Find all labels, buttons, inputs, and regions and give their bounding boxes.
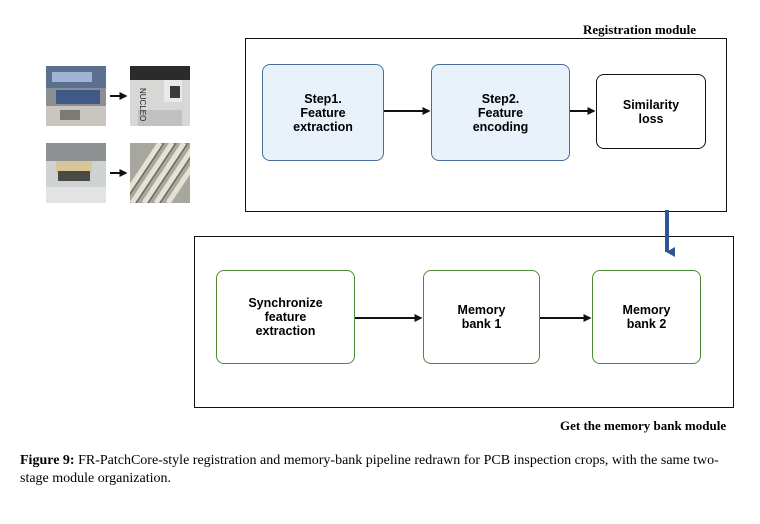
memory-bank-2-node: Memory bank 2 [592, 270, 701, 364]
pcb-crop-2-before [46, 143, 106, 203]
registration-module-label: Registration module [583, 22, 697, 37]
figure-caption-text: FR-PatchCore-style registration and memo… [20, 453, 719, 486]
memory-bank-1-node: Memory bank 1 [423, 270, 540, 364]
board-silkscreen-text: NUCLEO [138, 88, 147, 121]
figure-caption: Figure 9: FR-PatchCore-style registratio… [20, 452, 742, 488]
memory-bank-module-label: Get the memory bank module [560, 418, 727, 433]
step2-feature-encoding-node: Step2. Feature encoding [431, 64, 570, 161]
figure-caption-label: Figure 9: [20, 453, 75, 468]
pcb-crop-1-after: NUCLEO [130, 66, 190, 126]
similarity-loss-node: Similarity loss [596, 74, 706, 149]
pcb-crop-2-after [130, 143, 190, 203]
pcb-crop-1-before [46, 66, 106, 126]
step1-feature-extraction-node: Step1. Feature extraction [262, 64, 384, 161]
synchronize-feature-extraction-node: Synchronize feature extraction [216, 270, 355, 364]
